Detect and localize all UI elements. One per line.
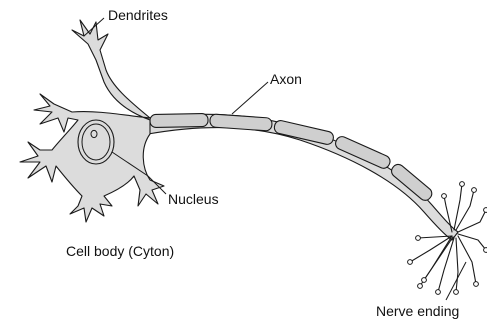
nerve-ending-label: Nerve ending (376, 303, 459, 319)
myelin-sheath-1 (150, 113, 208, 127)
cell-body-label: Cell body (Cyton) (66, 243, 174, 259)
myelin-sheath-2 (210, 114, 273, 131)
axon (148, 113, 458, 240)
nucleus-label: Nucleus (168, 191, 219, 207)
axon-leader (232, 82, 268, 114)
cell-body (20, 20, 164, 222)
dendrites-label: Dendrites (108, 7, 168, 23)
axon-label: Axon (270, 71, 302, 87)
